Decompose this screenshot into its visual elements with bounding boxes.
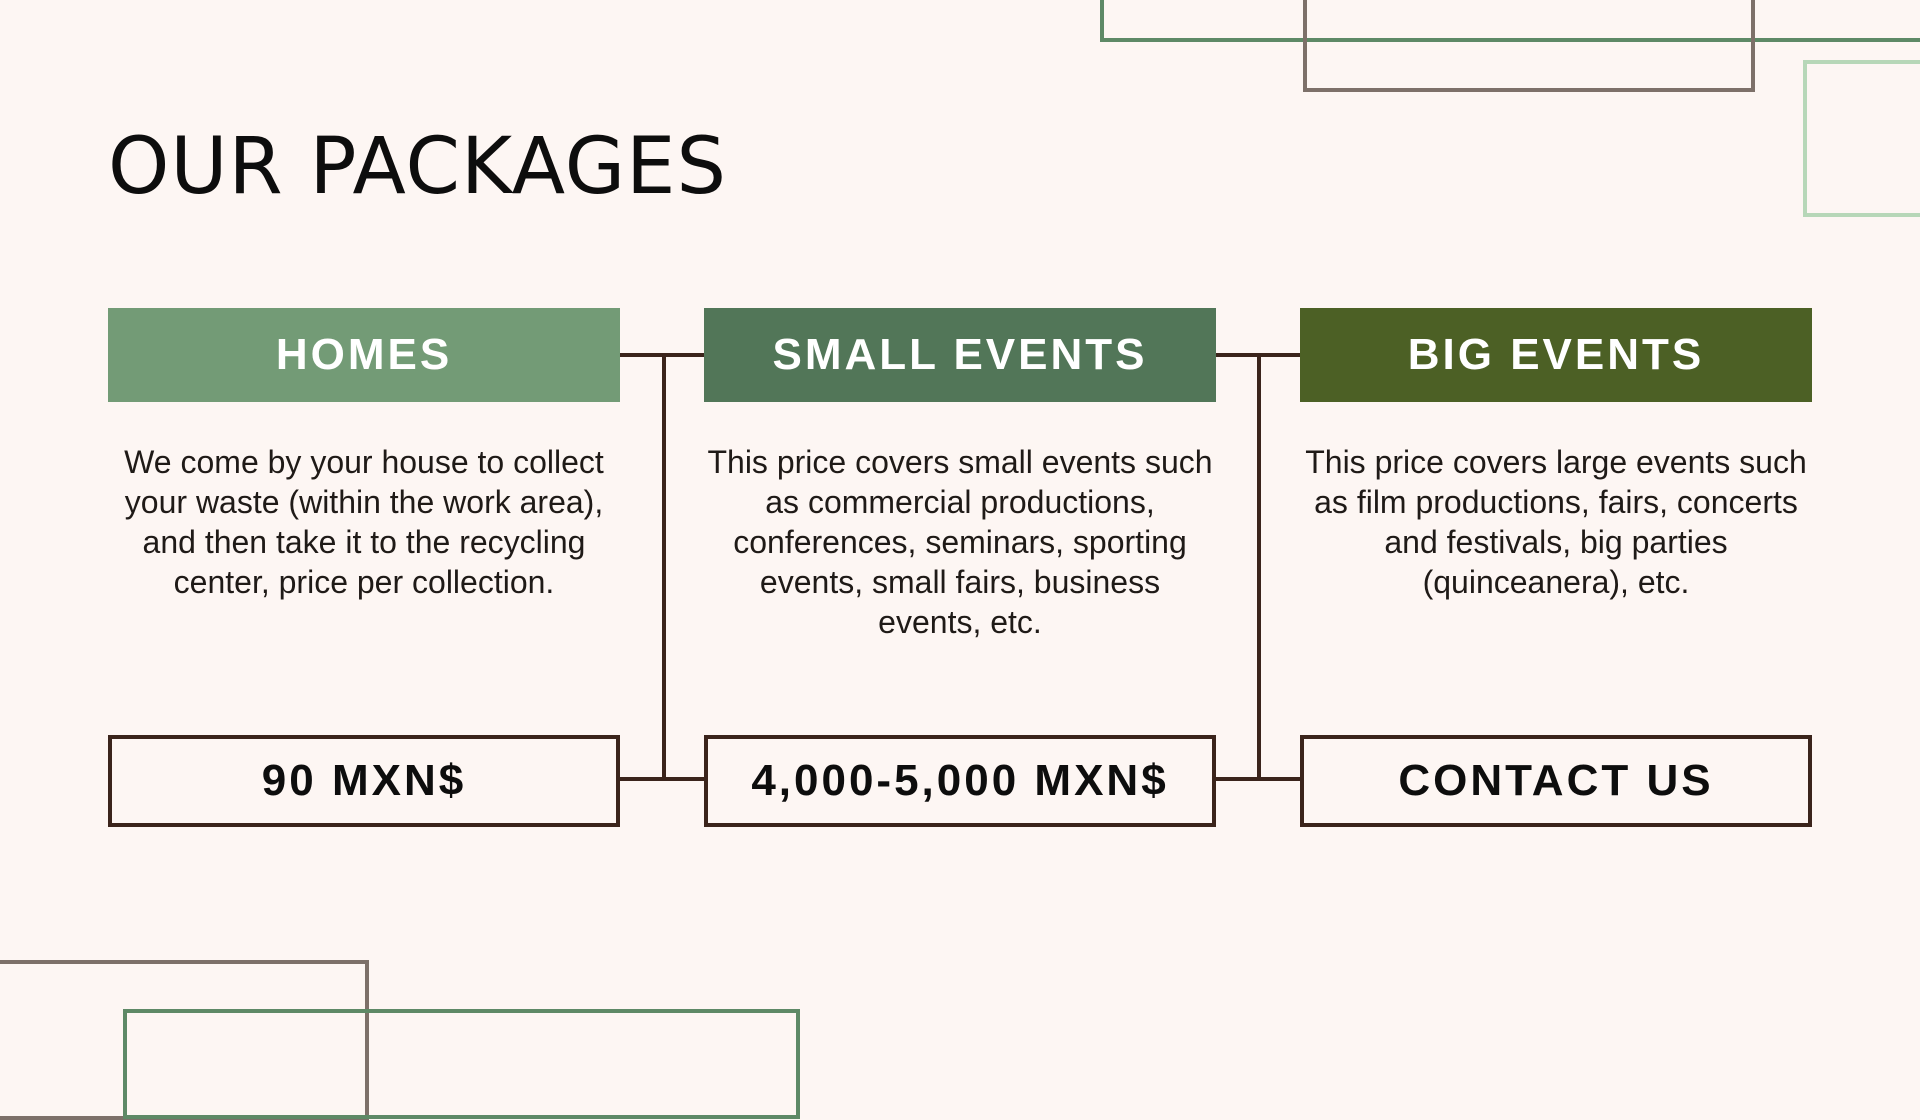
connector-bottom-2 — [1216, 777, 1300, 781]
connector-vertical-1 — [662, 353, 666, 781]
package-name-small-events: SMALL EVENTS — [772, 330, 1148, 379]
connector-vertical-2 — [1257, 353, 1261, 781]
package-header-small-events: SMALL EVENTS — [704, 308, 1216, 402]
package-price-homes-label: 90 MXN$ — [261, 756, 467, 805]
package-name-big-events: BIG EVENTS — [1407, 330, 1705, 379]
decorative-frame-top-green — [1100, 0, 1920, 42]
package-name-homes: HOMES — [275, 330, 453, 379]
package-description-big-events: This price covers large events such as f… — [1305, 444, 1807, 600]
package-header-big-events: BIG EVENTS — [1300, 308, 1812, 402]
decorative-frame-top-light-green — [1803, 60, 1920, 217]
package-price-homes[interactable]: 90 MXN$ — [108, 735, 620, 827]
package-description-small-events: This price covers small events such as c… — [707, 444, 1213, 640]
page-title: OUR PACKAGES — [108, 122, 727, 212]
decorative-frame-top-brown — [1303, 0, 1755, 92]
package-price-small-events-label: 4,000-5,000 MXN$ — [751, 756, 1169, 805]
connector-bottom-1 — [620, 777, 704, 781]
package-description-homes: We come by your house to collect your wa… — [124, 444, 604, 600]
package-price-small-events[interactable]: 4,000-5,000 MXN$ — [704, 735, 1216, 827]
contact-us-label: CONTACT US — [1398, 756, 1714, 805]
contact-us-button[interactable]: CONTACT US — [1300, 735, 1812, 827]
decorative-frame-bottom-green — [123, 1009, 800, 1119]
package-header-homes: HOMES — [108, 308, 620, 402]
